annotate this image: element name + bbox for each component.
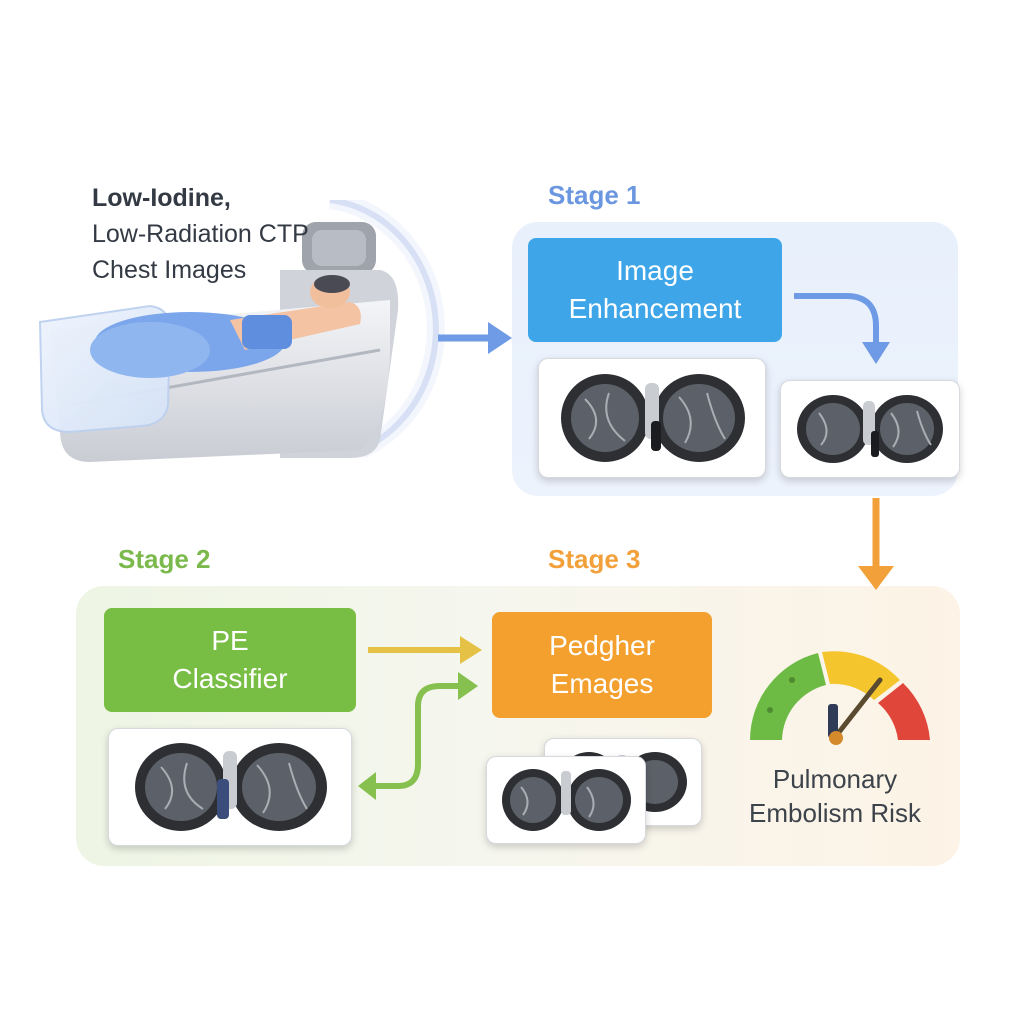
input-line1: Low-Iodine, (92, 184, 231, 212)
lung-ct-icon (797, 395, 943, 463)
stage3-box: Pedgher Emages (492, 612, 712, 718)
ct-image-classifier (108, 728, 352, 846)
stage1-box-line1: Image (616, 255, 694, 286)
ct-image-enhanced (780, 380, 960, 478)
risk-line1: Pulmonary (772, 764, 898, 794)
input-description: Low-Iodine, Low-Radiation CTP Chest Imag… (92, 180, 332, 288)
stage1-label: Stage 1 (548, 180, 641, 210)
stage2-label: Stage 2 (118, 544, 211, 574)
pe-classifier-box: PE Classifier (104, 608, 356, 712)
image-enhancement-box: Image Enhancement (528, 238, 782, 342)
stage3-box-line2: Emages (550, 668, 654, 699)
stage2-box-line2: Classifier (172, 663, 288, 694)
stage3-box-line1: Pedgher (549, 630, 655, 661)
ct-scanner-icon (38, 200, 445, 462)
risk-gauge-icon (750, 651, 930, 745)
lung-ct-icon (502, 769, 631, 831)
risk-output-label: Pulmonary Embolism Risk (730, 762, 940, 830)
arrow-stage1-to-stage3 (858, 498, 894, 590)
stage2-box-line1: PE (211, 625, 249, 656)
lung-ct-icon (561, 374, 745, 462)
risk-line2: Embolism Risk (749, 798, 921, 828)
stage3-label: Stage 3 (548, 544, 641, 574)
ct-image-stage3-front (486, 756, 646, 844)
stage1-box-line2: Enhancement (568, 293, 742, 324)
lung-ct-icon (135, 743, 327, 831)
input-line2: Low-Radiation CTP (92, 220, 309, 248)
ct-image-original (538, 358, 766, 478)
input-line3: Chest Images (92, 256, 247, 284)
